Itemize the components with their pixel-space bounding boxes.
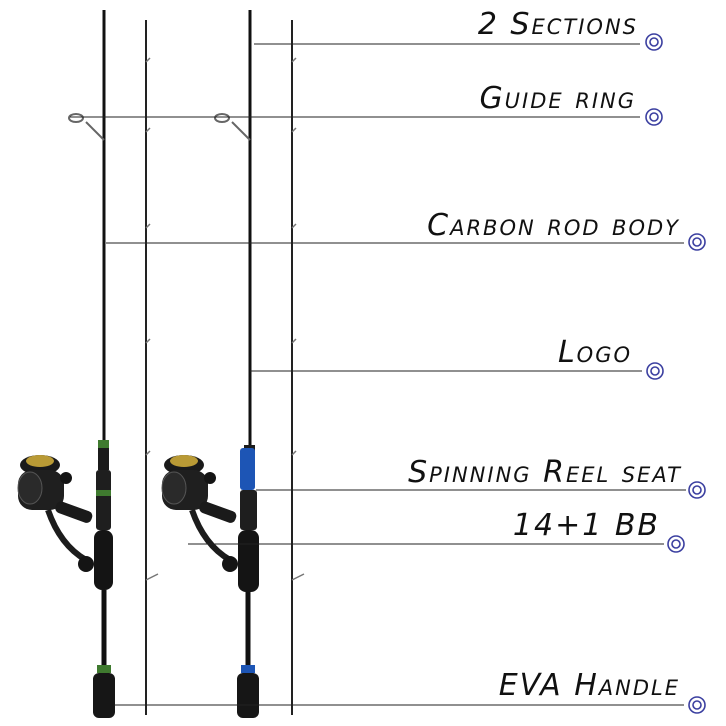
marker-carbon <box>688 233 706 251</box>
leader-lines <box>70 43 686 706</box>
marker-handle <box>688 696 706 714</box>
marker-rings <box>645 33 706 714</box>
label-carbon-rod-body: Carbon rod body <box>427 208 680 243</box>
label-logo: Logo <box>557 335 632 370</box>
left-spinning-reel <box>17 455 94 572</box>
right-spinning-reel <box>161 455 238 572</box>
marker-bearings <box>667 535 685 553</box>
right-rod <box>214 10 305 718</box>
marker-guide-ring <box>645 108 663 126</box>
marker-reel-seat <box>688 481 706 499</box>
label-bearings: 14+1 BB <box>512 508 660 543</box>
marker-sections <box>645 33 663 51</box>
label-sections: 2 Sections <box>477 7 638 42</box>
left-rod <box>68 10 159 718</box>
label-reel-seat: Spinning Reel seat <box>408 455 682 490</box>
label-guide-ring: Guide ring <box>479 81 636 116</box>
marker-logo <box>646 362 664 380</box>
label-eva-handle: EVA Handle <box>498 668 680 703</box>
